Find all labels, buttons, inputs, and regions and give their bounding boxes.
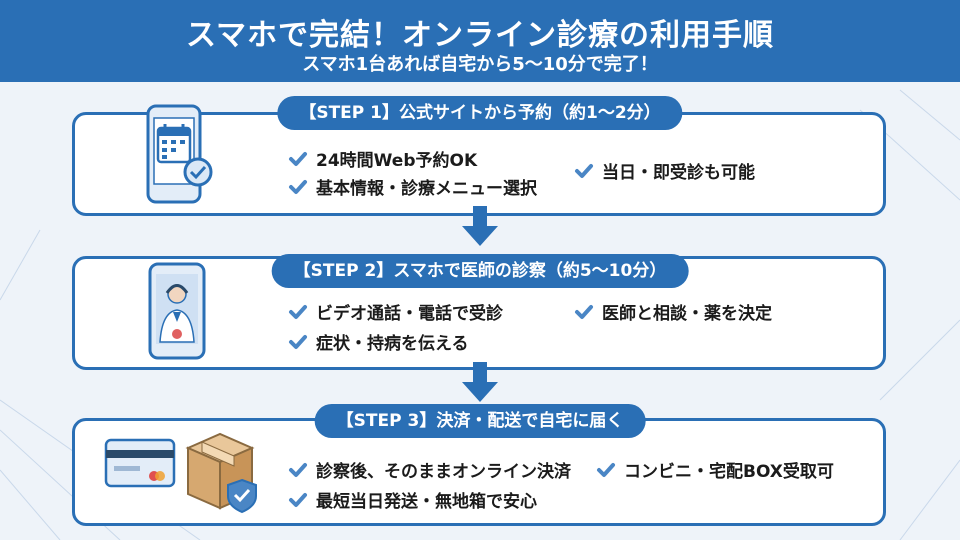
check-icon xyxy=(575,163,593,178)
down-arrow-icon xyxy=(462,362,498,402)
credit-card-icon xyxy=(104,438,176,488)
package-shield-icon xyxy=(185,432,257,514)
step-3-item-1: 診察後、そのままオンライン決済 xyxy=(288,457,571,482)
check-icon xyxy=(597,462,615,477)
step-1-item-3: 当日・即受診も可能 xyxy=(574,158,755,183)
step-1-label: 【STEP 1】公式サイトから予約（約1〜2分） xyxy=(277,96,683,130)
step-1-item-2: 基本情報・診療メニュー選択 xyxy=(288,174,537,199)
step-2-item-3-text: 医師と相談・薬を決定 xyxy=(602,304,772,324)
step-2-item-2: 症状・持病を伝える xyxy=(288,329,469,354)
check-icon xyxy=(289,151,307,166)
step-3-item-1-text: 診察後、そのままオンライン決済 xyxy=(316,462,571,482)
header-banner: スマホで完結！オンライン診療の利用手順 スマホ1台あれば自宅から5〜10分で完了… xyxy=(0,0,960,82)
step-3-label: 【STEP 3】決済・配送で自宅に届く xyxy=(314,404,646,438)
step-1-item-2-text: 基本情報・診療メニュー選択 xyxy=(316,179,537,199)
step-2-item-1-text: ビデオ通話・電話で受診 xyxy=(316,304,503,324)
check-icon xyxy=(289,462,307,477)
step-1-item-1: 24時間Web予約OK xyxy=(288,146,477,171)
step-2-item-3: 医師と相談・薬を決定 xyxy=(574,299,772,324)
down-arrow-icon xyxy=(462,206,498,246)
step-2-item-2-text: 症状・持病を伝える xyxy=(316,334,469,354)
step-2-item-1: ビデオ通話・電話で受診 xyxy=(288,299,503,324)
check-icon xyxy=(575,304,593,319)
step-1-item-3-text: 当日・即受診も可能 xyxy=(602,163,755,183)
step-1-item-1-text: 24時間Web予約OK xyxy=(316,151,478,171)
step-2-card xyxy=(72,256,886,370)
doctor-video-call-icon xyxy=(148,262,206,360)
check-icon xyxy=(289,179,307,194)
check-icon xyxy=(289,334,307,349)
page-title: スマホで完結！オンライン診療の利用手順 xyxy=(185,18,775,53)
step-2-label: 【STEP 2】スマホで医師の診察（約5〜10分） xyxy=(271,254,689,288)
step-3-item-3-text: コンビニ・宅配BOX受取可 xyxy=(624,462,834,482)
check-icon xyxy=(289,304,307,319)
step-3-item-2: 最短当日発送・無地箱で安心 xyxy=(288,487,537,512)
step-3-item-3: コンビニ・宅配BOX受取可 xyxy=(596,457,834,482)
step-3-item-2-text: 最短当日発送・無地箱で安心 xyxy=(316,492,537,512)
page-subtitle: スマホ1台あれば自宅から5〜10分で完了！ xyxy=(302,54,658,75)
check-icon xyxy=(289,492,307,507)
calendar-phone-icon xyxy=(146,104,213,204)
